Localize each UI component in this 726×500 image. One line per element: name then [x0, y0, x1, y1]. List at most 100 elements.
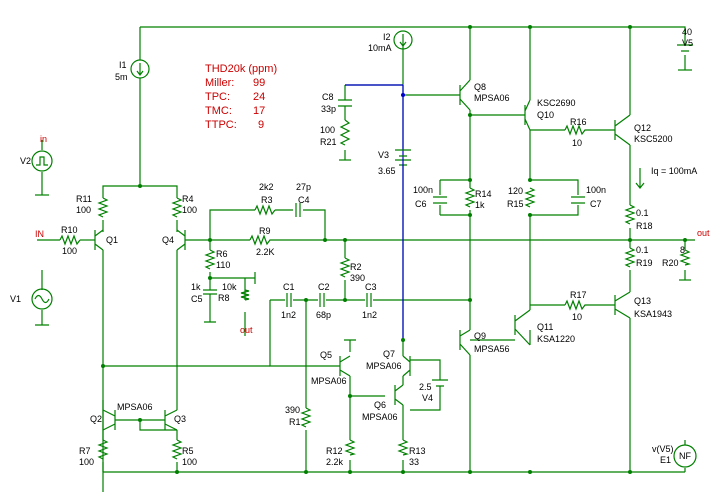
label-r20: R20 — [662, 258, 679, 268]
transistor-q9 — [459, 329, 471, 356]
resistor-r11 — [97, 197, 109, 218]
component-labels: I1 5m I2 10mA V1 V2 V3 3.65 2.5 V4 40 V5… — [10, 27, 710, 467]
label-r18: R18 — [636, 221, 653, 231]
thd-title: THD20k (ppm) — [205, 63, 277, 75]
label-r1: R1 — [289, 417, 301, 427]
label-c3: C3 — [365, 282, 377, 292]
label-v4: V4 — [422, 393, 433, 403]
thd-table: THD20k (ppm) Miller: 99 TPC: 24 TMC: 17 … — [205, 63, 277, 131]
capacitor-c7 — [571, 196, 585, 204]
value-i2: 10mA — [368, 43, 392, 53]
value-r13: 33 — [409, 457, 419, 467]
resistor-r14 — [464, 187, 476, 208]
model-q11: KSA1220 — [537, 334, 575, 344]
label-r11: R11 — [76, 194, 92, 204]
value-r11: 100 — [76, 205, 91, 215]
capacitor-c4 — [295, 203, 301, 217]
transistor-q4 — [176, 229, 186, 251]
resistor-r10 — [59, 234, 81, 246]
label-i2: I2 — [383, 32, 391, 42]
label-r15: R15 — [507, 199, 524, 209]
value-r19: 0.1 — [636, 245, 649, 255]
label-v1: V1 — [10, 294, 21, 304]
label-q11: Q11 — [537, 322, 553, 332]
label-q9: Q9 — [474, 331, 486, 341]
expr-e1: v(V5) — [652, 444, 674, 454]
label-c8: C8 — [322, 92, 334, 102]
label-q12: Q12 — [634, 123, 651, 133]
capacitor-c3 — [366, 293, 372, 307]
value-v5: 40 — [682, 27, 692, 37]
value-r9: 2.2K — [256, 247, 275, 257]
model-q12: KSC5200 — [634, 134, 673, 144]
label-r5: R5 — [182, 446, 194, 456]
value-c7: 100n — [586, 185, 606, 195]
model-q7: MPSA06 — [366, 361, 402, 371]
value-r14: 1k — [475, 200, 485, 210]
thd-label-tmc: TMC: — [205, 105, 232, 117]
model-q5: MPSA06 — [311, 376, 347, 386]
thd-value-tmc: 17 — [253, 105, 265, 117]
label-v2: V2 — [20, 156, 31, 166]
label-r2: R2 — [350, 262, 362, 272]
value-r15: 120 — [508, 186, 523, 196]
battery-v5 — [677, 44, 693, 52]
value-r16: 10 — [572, 138, 582, 148]
resistor-r12 — [344, 439, 357, 456]
transistor-q13 — [614, 291, 631, 319]
resistor-r4 — [171, 197, 183, 218]
resistor-symbols — [59, 119, 692, 460]
model-q10: KSC2690 — [537, 98, 576, 108]
label-r14: R14 — [475, 189, 492, 199]
resistor-r3 — [254, 204, 276, 216]
resistor-r17 — [564, 299, 590, 311]
label-r12: R12 — [326, 446, 343, 456]
junctions — [101, 25, 687, 474]
thd-value-tpc: 24 — [253, 91, 265, 103]
label-q3: Q3 — [174, 414, 186, 424]
thd-value-ttpc: 9 — [258, 119, 264, 131]
label-c4: C4 — [298, 195, 310, 205]
value-r5: 100 — [182, 457, 197, 467]
ac-source-v1 — [31, 288, 53, 310]
current-source-i1 — [130, 59, 150, 79]
label-q5: Q5 — [320, 350, 332, 360]
model-q9: MPSA56 — [474, 344, 510, 354]
transistor-q12 — [614, 114, 631, 146]
thd-label-ttpc: TTPC: — [205, 119, 237, 131]
wires — [35, 26, 695, 492]
label-c7: C7 — [590, 199, 602, 209]
label-c2: C2 — [318, 282, 330, 292]
transistor-q8 — [459, 79, 471, 111]
source-symbols — [31, 30, 697, 468]
net-in-lower: in — [40, 134, 47, 144]
model-q6: MPSA06 — [362, 412, 398, 422]
net-out-probe: out — [240, 325, 253, 335]
label-v5: V5 — [682, 38, 693, 48]
resistor-r13 — [397, 439, 410, 456]
label-r6: R6 — [216, 249, 228, 259]
value-r10: 100 — [62, 246, 77, 256]
value-r12: 2.2k — [326, 457, 344, 467]
battery-v3 — [395, 149, 411, 157]
value-v3: 3.65 — [378, 166, 396, 176]
value-r8: 1k — [191, 282, 201, 292]
resistor-r15 — [524, 187, 536, 208]
value-r2: 390 — [350, 273, 365, 283]
label-q7: Q7 — [383, 349, 395, 359]
value-r4: 100 — [182, 205, 197, 215]
label-q8: Q8 — [474, 82, 486, 92]
value-c4: 27p — [296, 182, 311, 192]
transistor-symbols — [94, 79, 631, 431]
transistor-q5 — [339, 355, 351, 377]
value-v4: 2.5 — [419, 382, 432, 392]
resistor-r8 — [240, 289, 250, 301]
value-r18: 0.1 — [636, 208, 649, 218]
label-r21: R21 — [320, 137, 337, 147]
tag-e1: NF — [679, 451, 691, 461]
thd-label-miller: Miller: — [205, 77, 234, 89]
transistor-q3 — [164, 409, 178, 431]
capacitor-c1 — [286, 293, 292, 307]
value-c5: 10k — [222, 282, 237, 292]
value-c3: 1n2 — [362, 310, 377, 320]
